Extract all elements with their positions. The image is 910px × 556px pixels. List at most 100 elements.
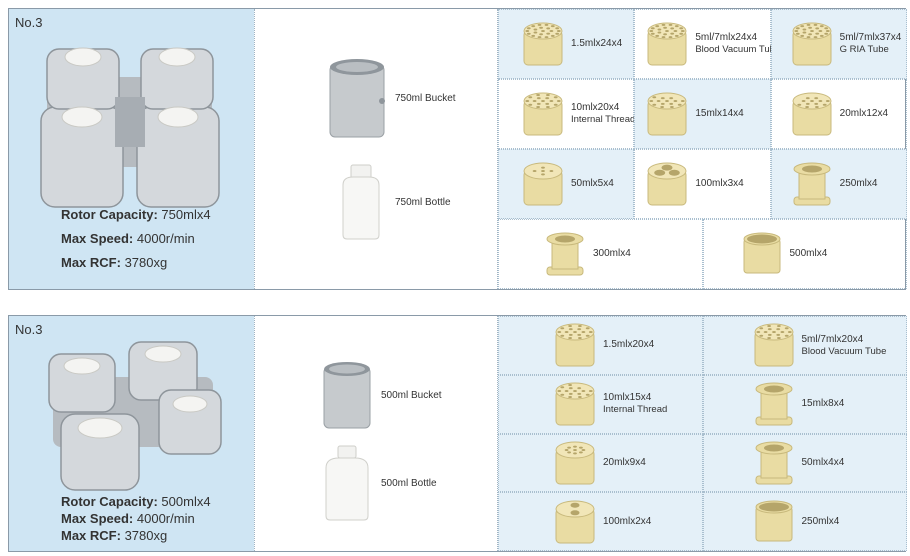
adapter-cell: 15mlx14x4	[634, 79, 771, 149]
accessory-bottle: 500ml Bottle	[321, 444, 437, 522]
adapter-caption: 100mlx2x4	[603, 516, 651, 528]
adapter-cell: 500mlx4	[702, 219, 907, 289]
adapter-cell: 1.5mlx20x4	[498, 316, 703, 375]
accessory-bucket: 500ml Bucket	[321, 360, 442, 430]
adapter-label: 250mlx4	[801, 515, 840, 527]
adapter-caption: 50mlx5x4	[571, 178, 614, 190]
adapter-cell: 20mlx12x4	[770, 79, 907, 149]
accessory-bottle: 750ml Bottle	[335, 163, 451, 241]
adapter-icon	[647, 162, 687, 206]
adapter-sublabel: Blood Vacuum Tube	[801, 345, 887, 357]
accessory-column: 750ml Bucket 750ml Bottle	[254, 9, 498, 289]
adapter-icon	[546, 232, 584, 276]
spec-max-speed: Max Speed: 4000r/min	[61, 231, 195, 246]
spec-rotor-capacity: Rotor Capacity: 750mlx4	[61, 207, 211, 222]
adapter-cell: 300mlx4	[498, 219, 703, 289]
bucket-icon	[329, 59, 385, 138]
adapter-icon	[555, 323, 595, 367]
adapter-label: 500mlx4	[789, 248, 828, 259]
adapter-label: 5ml/7mlx24x4	[695, 32, 758, 44]
adapter-icon	[755, 500, 792, 542]
adapter-sublabel: Internal Thread	[603, 404, 668, 416]
adapter-cell: 100mlx2x4	[498, 492, 703, 551]
adapter-label: 20mlx12x4	[839, 108, 889, 119]
spec-max-rcf: Max RCF: 3780xg	[61, 255, 168, 270]
adapter-caption: 1.5mlx24x4	[571, 38, 622, 50]
adapter-icon	[523, 92, 563, 136]
adapter-cell: 15mlx8x4	[702, 374, 907, 434]
adapter-label: 100mlx2x4	[603, 515, 652, 527]
rotor-panel-750: No.3 Rotor Capacity: 750mlx4 Max Speed: …	[8, 8, 907, 290]
adapter-label: 100mlx3x4	[695, 178, 744, 189]
adapter-caption: 15mlx14x4	[695, 108, 743, 120]
adapter-cell: 100mlx3x4	[634, 149, 771, 219]
adapter-icon	[523, 162, 563, 206]
adapter-caption: 500mlx4	[790, 248, 828, 260]
adapter-caption: 300mlx4	[593, 248, 631, 260]
adapter-label: 10mlx15x4	[603, 392, 652, 404]
adapter-label: 15mlx8x4	[801, 398, 845, 410]
spec-max-rcf: Max RCF: 3780xg	[61, 528, 168, 543]
adapter-sublabel: Blood Vacuum Tube	[695, 44, 781, 56]
adapter-label: 50mlx5x4	[571, 178, 614, 189]
adapter-label: 5ml/7mlx37x4	[839, 32, 902, 44]
bottle-icon	[342, 164, 380, 240]
adapter-icon	[792, 22, 832, 66]
adapter-icon	[555, 382, 595, 426]
adapter-cell: 1.5mlx24x4	[498, 9, 635, 79]
adapter-cell: 250mlx4	[702, 492, 907, 551]
adapter-icon	[555, 441, 595, 485]
adapter-caption: 100mlx3x4	[695, 178, 743, 190]
swing-rotor-image	[40, 47, 220, 208]
adapter-icon	[743, 232, 780, 274]
adapter-caption: 250mlx4	[840, 178, 878, 190]
adapter-label: 15mlx14x4	[695, 108, 744, 119]
adapter-caption: 20mlx9x4	[603, 457, 646, 469]
adapter-sublabel: G RIA Tube	[839, 44, 889, 56]
adapter-icon	[555, 500, 595, 544]
adapter-label: 50mlx4x4	[801, 456, 845, 468]
adapter-cell: 20mlx9x4	[498, 433, 703, 493]
adapter-label: 300mlx4	[593, 248, 631, 259]
accessory-bucket: 750ml Bucket	[327, 57, 456, 139]
adapter-cell: 50mlx4x4	[702, 433, 907, 493]
adapter-caption: 1.5mlx20x4	[603, 339, 654, 351]
adapter-label: 5ml/7mlx20x4	[801, 333, 864, 345]
rotor-info: No.3 Rotor Capacity: 750mlx4 Max Speed: …	[9, 9, 254, 289]
bottle-icon	[325, 445, 369, 521]
adapter-label: 1.5mlx24x4	[571, 38, 623, 49]
adapter-icon	[792, 92, 832, 136]
adapter-icon	[647, 22, 687, 66]
panel-number: No.3	[15, 15, 43, 30]
adapter-label: 1.5mlx20x4	[603, 339, 655, 351]
adapter-caption: 50mlx4x4	[802, 457, 845, 469]
accessory-column: 500ml Bucket 500ml Bottle	[254, 316, 498, 551]
adapter-icon	[523, 22, 563, 66]
adapter-cell: 250mlx4	[770, 149, 907, 219]
rotor-info: No.3 Rotor Capacity: 500mlx4 Max Speed: …	[9, 316, 254, 551]
adapter-caption: 20mlx12x4	[840, 108, 888, 120]
panel-number: No.3	[15, 322, 43, 337]
spec-max-speed: Max Speed: 4000r/min	[61, 511, 195, 526]
adapter-cell: 50mlx5x4	[498, 149, 635, 219]
adapter-sublabel: Internal Thread	[571, 114, 636, 126]
adapter-label: 10mlx20x4	[571, 102, 620, 114]
adapter-icon	[755, 382, 792, 426]
bucket-icon	[323, 362, 371, 429]
adapter-icon	[755, 441, 792, 485]
swing-rotor-image	[48, 341, 222, 491]
adapter-label: 20mlx9x4	[603, 456, 646, 468]
adapter-icon	[754, 323, 793, 367]
adapter-caption: 15mlx8x4	[802, 398, 845, 410]
